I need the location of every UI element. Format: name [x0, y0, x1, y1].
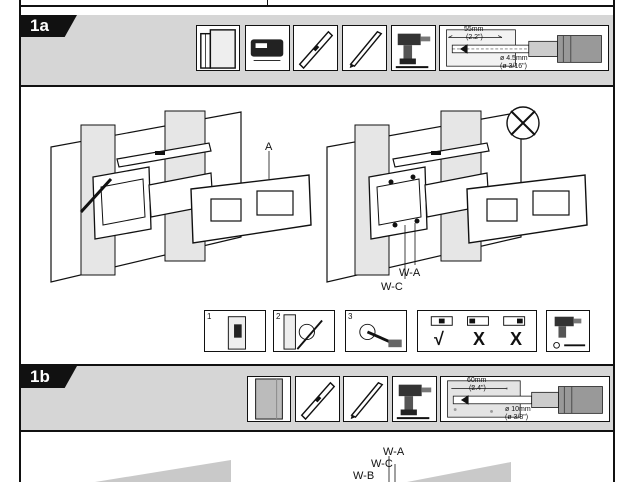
- section-1a-header: 1a: [21, 15, 613, 87]
- power-drill-icon: [391, 25, 436, 71]
- wa-callout-1b: W-A: [383, 446, 405, 458]
- step-3-number: 3: [348, 312, 353, 321]
- drill-bit-inch-label-1b: (ø 3/8"): [505, 414, 529, 421]
- wc-callout: W-C: [381, 281, 403, 293]
- wood-stud-icon: [196, 25, 240, 71]
- drill-depth-inch-label: (2.2"): [466, 34, 483, 41]
- wb-callout-1b: W-B: [353, 470, 375, 482]
- pencil-icon: [342, 25, 387, 71]
- drill-bit-panel: [546, 310, 590, 352]
- level-bad-mark-left: X: [473, 329, 486, 349]
- pencil-icon-1b: [343, 376, 388, 422]
- concrete-wall-icon: [247, 376, 291, 422]
- step-1-number: 1: [207, 312, 212, 321]
- level-bad-mark-right: X: [510, 329, 523, 349]
- section-1b-tab: 1b: [21, 366, 77, 388]
- wa-callout: W-A: [399, 267, 421, 279]
- power-drill-icon-1b: [392, 376, 437, 422]
- section-1a-tab: 1a: [21, 15, 77, 37]
- drill-bit-label-1b: ø 10mm: [505, 406, 531, 413]
- level-check-panel: √ X X: [417, 310, 537, 352]
- drill-depth-label-1b: 60mm: [467, 377, 487, 384]
- wall-mount-illustration: [50, 106, 588, 283]
- part-a-callout: A: [265, 141, 273, 153]
- page-frame: [19, 0, 615, 482]
- step-1-panel: 1: [204, 310, 266, 352]
- left-mount-scene: [50, 110, 312, 283]
- drill-bit-inch-label: (ø 3/16"): [500, 63, 527, 70]
- drill-depth-diagram-1b: 60mm (2.4") ø 10mm (ø 3/8"): [440, 376, 610, 422]
- section-1b-header: 1b 60mm (2.4") ø 10mm (ø 3/8: [21, 364, 613, 432]
- wc-callout-1b: W-C: [371, 458, 393, 470]
- drill-depth-inch-label-1b: (2.4"): [469, 385, 486, 392]
- drill-bit-label: ø 4.5mm: [500, 55, 528, 62]
- level-ok-mark: √: [434, 329, 444, 349]
- level-icon-1b: [295, 376, 340, 422]
- step-2-panel: 2: [273, 310, 335, 352]
- stud-finder-icon: [245, 25, 290, 71]
- drill-depth-diagram: 55mm (2.2") ø 4.5mm (ø 3/16"): [439, 25, 609, 71]
- section-1a-illustration: A W-A W-C: [21, 87, 613, 297]
- level-icon: [293, 25, 338, 71]
- step-2-number: 2: [276, 312, 281, 321]
- right-mount-scene: [326, 106, 588, 283]
- drill-depth-label: 55mm: [464, 26, 484, 33]
- step-3-panel: 3: [345, 310, 407, 352]
- section-1b-illustration: W-A W-C W-B: [21, 430, 613, 482]
